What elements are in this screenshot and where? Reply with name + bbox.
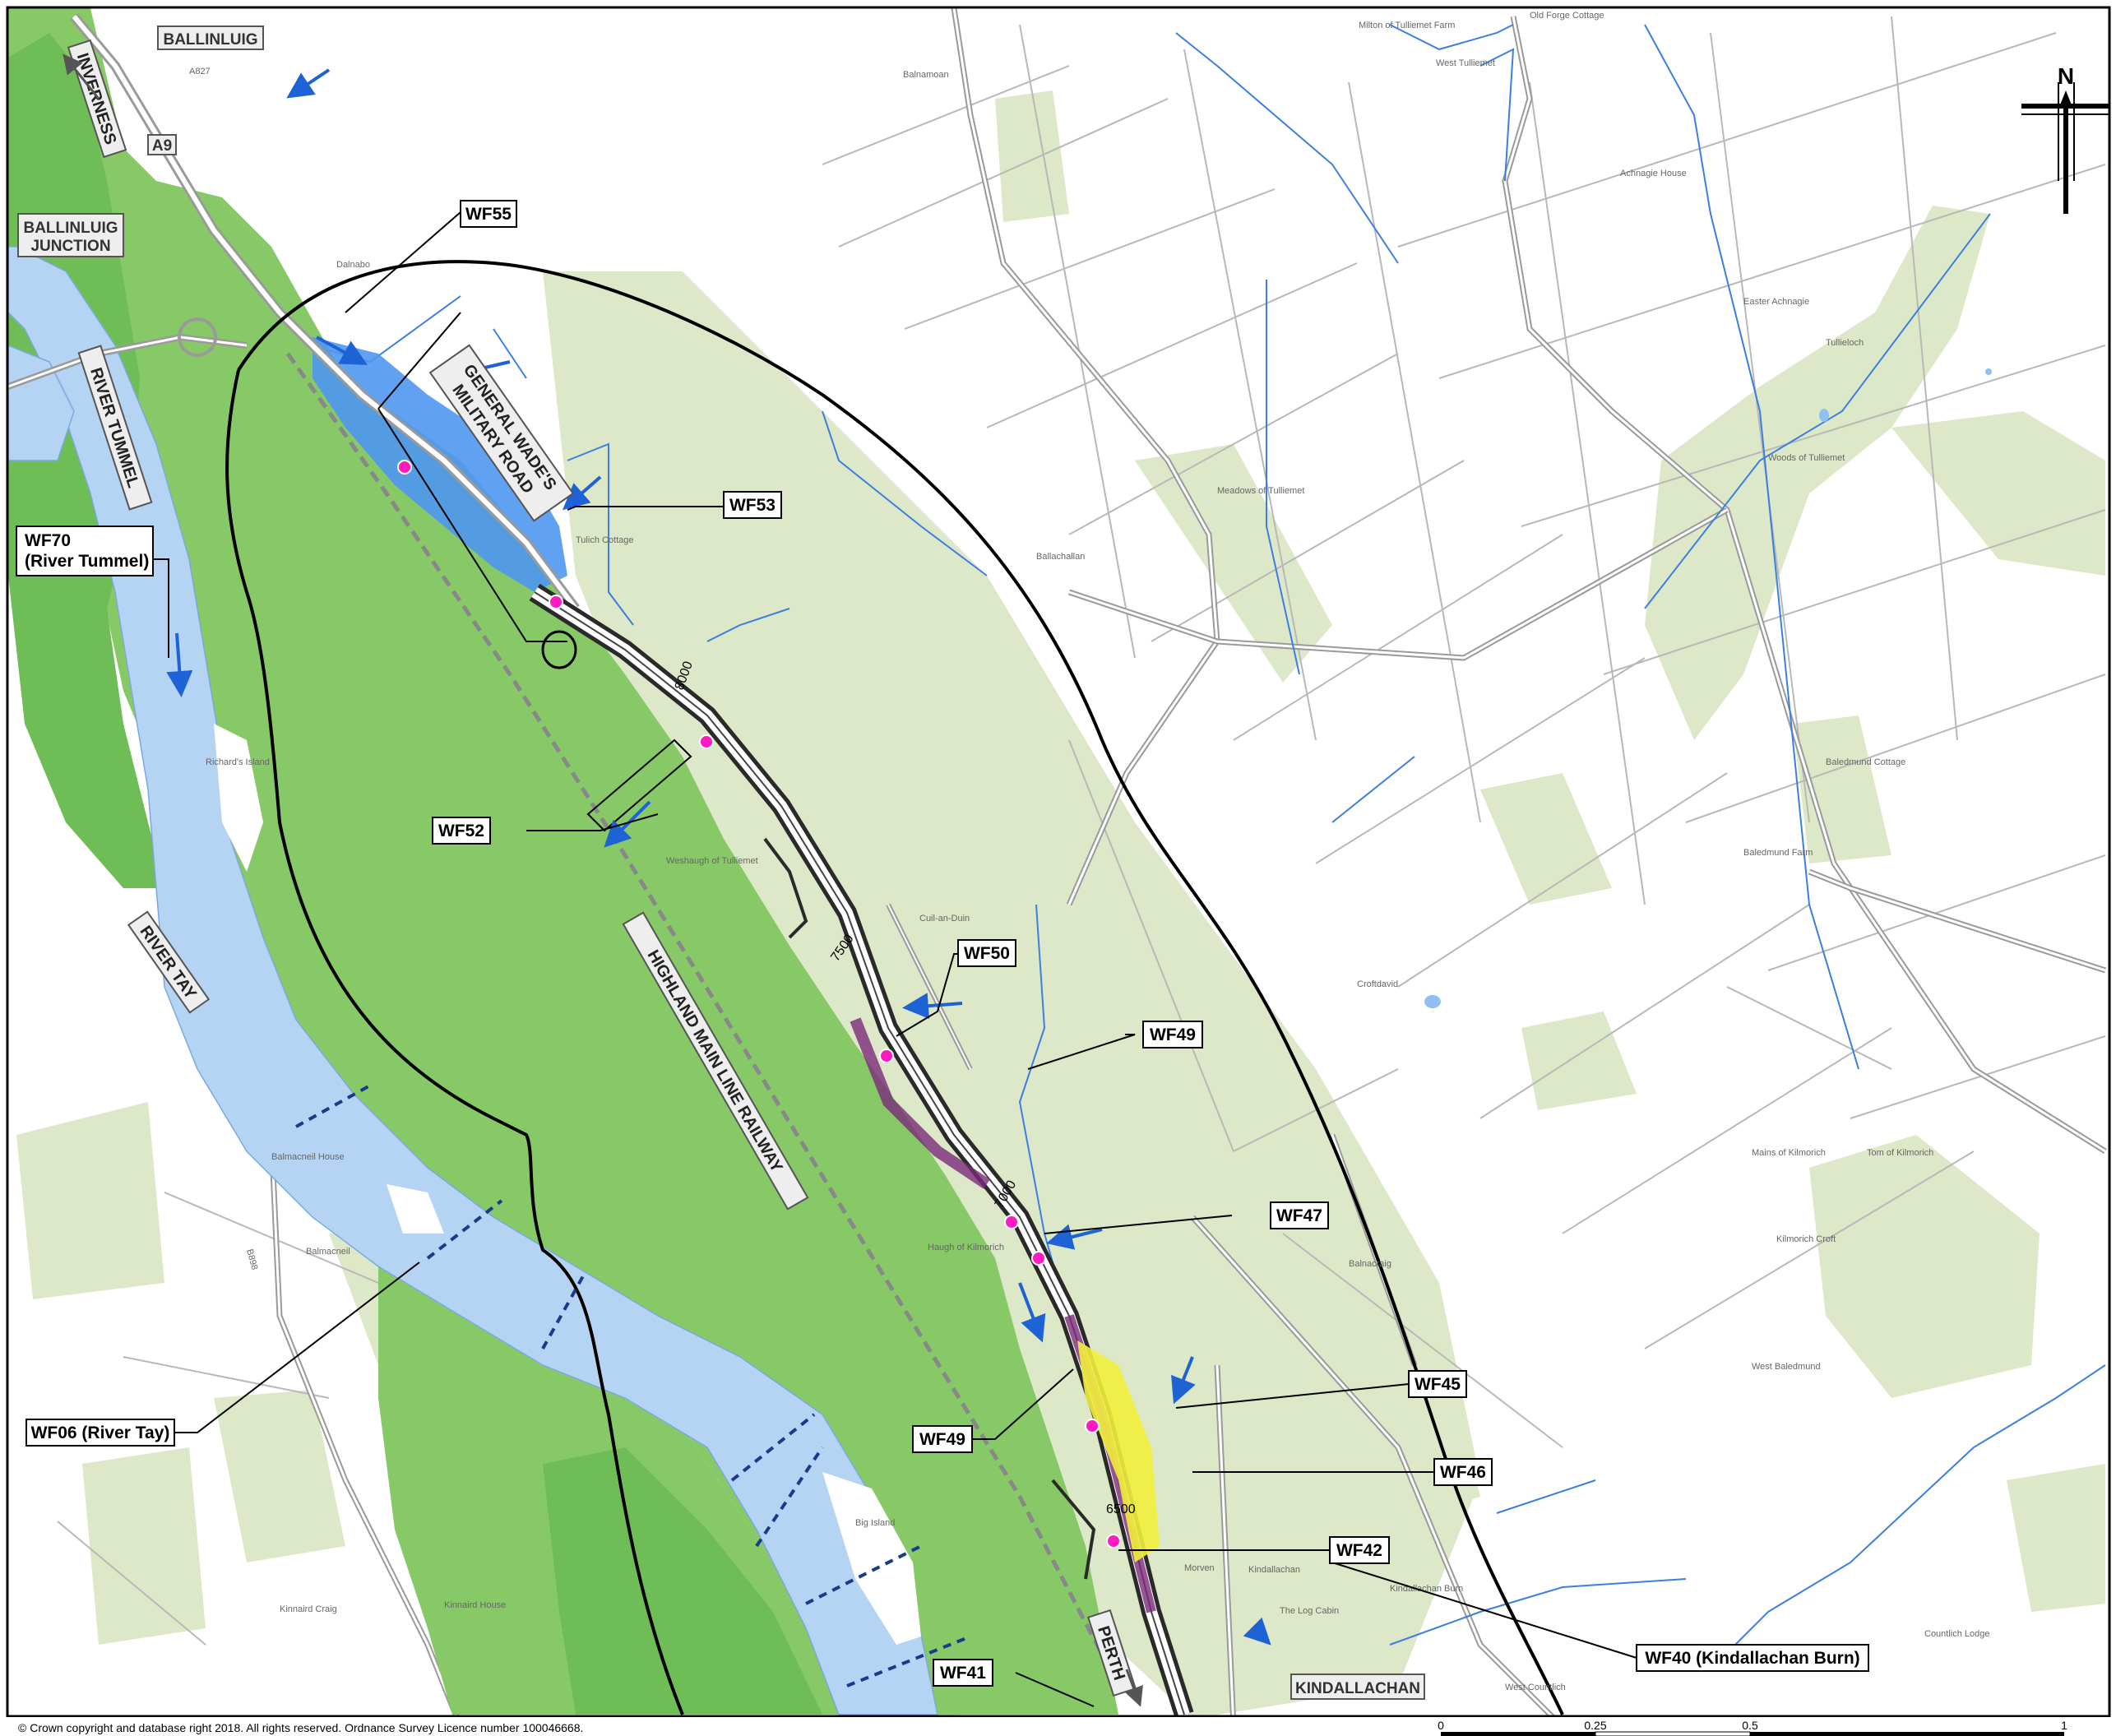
label-croftdavid: Croftdavid (1357, 979, 1398, 989)
label-kilmorich-croft: Kilmorich Croft (1776, 1234, 1836, 1244)
label-milton: Milton of Tulliemet Farm (1359, 21, 1455, 30)
label-kindallachan-small: Kindallachan (1248, 1565, 1300, 1575)
ponds (1424, 368, 1992, 1008)
footer: © Crown copyright and database right 201… (0, 1717, 2116, 1736)
marker-wf42 (1106, 1534, 1121, 1549)
label-wf70-1: WF70 (25, 531, 71, 550)
label-tom-kilmorich: Tom of Kilmorich (1867, 1148, 1933, 1158)
marker-wf47-b (1031, 1251, 1046, 1266)
label-wf53: WF53 (729, 496, 776, 515)
railway-line (285, 352, 1121, 1687)
label-old-forge: Old Forge Cottage (1530, 11, 1604, 21)
marker-wf50 (879, 1049, 894, 1063)
scale-bar: 0 0.25 0.5 1 (1438, 1719, 2067, 1736)
label-wf70-2: (River Tummel) (25, 552, 149, 571)
copyright-text: © Crown copyright and database right 201… (18, 1721, 583, 1734)
label-achnagie-house: Achnagie House (1620, 169, 1687, 178)
label-a827: A827 (189, 67, 211, 76)
label-mains-kilmorich: Mains of Kilmorich (1752, 1148, 1826, 1158)
marker-wf55 (397, 460, 412, 475)
watercourse-markers (397, 460, 1121, 1549)
label-west-countlich: West Countlich (1505, 1683, 1566, 1692)
marker-wf53 (549, 595, 563, 609)
label-wf49-b: WF49 (919, 1430, 965, 1449)
label-wf50: WF50 (964, 944, 1010, 963)
scale-0: 0 (1438, 1719, 1444, 1732)
label-meadows: Meadows of Tulliemet (1217, 486, 1304, 496)
scale-025: 0.25 (1584, 1719, 1606, 1732)
label-wf52: WF52 (438, 822, 484, 840)
label-ballachallan: Ballachallan (1036, 552, 1085, 562)
label-ballinluig: BALLINLUIG (163, 31, 257, 49)
label-baledmund-cottage: Baledmund Cottage (1826, 757, 1905, 767)
label-easter-achnagie: Easter Achnagie (1743, 297, 1809, 307)
study-area-boundary (225, 260, 1564, 1715)
scale-05: 0.5 (1742, 1719, 1758, 1732)
place-boxes: BALLINLUIG A9 BALLINLUIG JUNCTION KINDAL… (17, 25, 1425, 1700)
chainage-6500: 6500 (1106, 1502, 1136, 1516)
label-junction-1: BALLINLUIG (23, 220, 118, 237)
label-wf55: WF55 (465, 205, 512, 224)
label-wf41: WF41 (940, 1664, 986, 1683)
label-weshaugh: Weshaugh of Tulliemet (666, 856, 758, 866)
label-haugh: Haugh of Kilmorich (928, 1243, 1004, 1252)
label-morven: Morven (1184, 1563, 1215, 1573)
label-west-tulliemet: West Tulliemet (1436, 58, 1495, 68)
label-wf45: WF45 (1415, 1375, 1461, 1394)
label-wf06: WF06 (River Tay) (31, 1424, 170, 1442)
label-a9: A9 (152, 137, 172, 155)
label-woods-tulliemet: Woods of Tulliemet (1768, 453, 1845, 463)
label-cuil: Cuil-an-Duin (919, 914, 970, 924)
label-big-island: Big Island (855, 1518, 895, 1528)
label-kindallachan: KINDALLACHAN (1295, 1680, 1420, 1697)
wf52-outline (586, 738, 692, 832)
marker-wf52 (699, 734, 714, 749)
compass: N (2021, 63, 2110, 214)
label-balnamoan: Balnamoan (903, 70, 949, 80)
label-wf40: WF40 (Kindallachan Burn) (1645, 1649, 1859, 1668)
label-wf47: WF47 (1276, 1206, 1322, 1225)
label-wf42: WF42 (1336, 1541, 1382, 1560)
label-wf46: WF46 (1440, 1463, 1486, 1482)
label-balmacneil: Balmacneil (306, 1247, 350, 1257)
marker-wf49 (1085, 1419, 1100, 1433)
streams (238, 24, 2106, 1670)
label-tullieloch: Tullieloch (1826, 338, 1864, 348)
label-balmacneil-house: Balmacneil House (271, 1152, 345, 1162)
minor-roads (268, 7, 2107, 1729)
label-kinnaird-craig: Kinnaird Craig (280, 1604, 337, 1614)
label-log-cabin: The Log Cabin (1280, 1606, 1339, 1616)
wf-labels: WF55 WF53 WF70 (River Tummel) WF52 WF50 … (16, 200, 1869, 1687)
label-baledmund-farm: Baledmund Farm (1743, 848, 1813, 858)
river-islands (214, 724, 921, 1645)
settlement-labels: Dalnabo Tulich Cottage Richard's Island … (189, 11, 1990, 1692)
map-frame (6, 6, 2111, 1718)
label-kinnaird-house: Kinnaird House (444, 1600, 506, 1610)
label-junction-2: JUNCTION (30, 238, 110, 255)
label-richards-island: Richard's Island (206, 757, 270, 767)
label-dalnabo: Dalnabo (336, 260, 370, 270)
label-wf49-a: WF49 (1150, 1025, 1196, 1044)
yellow-area (1077, 1340, 1160, 1562)
field-boundaries (57, 16, 2106, 1646)
label-west-baledmund: West Baledmund (1752, 1362, 1821, 1372)
scale-1: 1 (2061, 1719, 2067, 1732)
direction-arrows (63, 53, 1143, 1707)
cross-section-lines (295, 1084, 971, 1687)
a9-road (7, 13, 580, 612)
label-balnacraig: Balnacraig (1349, 1259, 1391, 1269)
compass-n: N (2058, 63, 2074, 89)
marker-wf47-a (1004, 1215, 1019, 1229)
label-countlich-lodge: Countlich Lodge (1924, 1629, 1990, 1639)
label-tullich: Tulich Cottage (576, 535, 634, 545)
